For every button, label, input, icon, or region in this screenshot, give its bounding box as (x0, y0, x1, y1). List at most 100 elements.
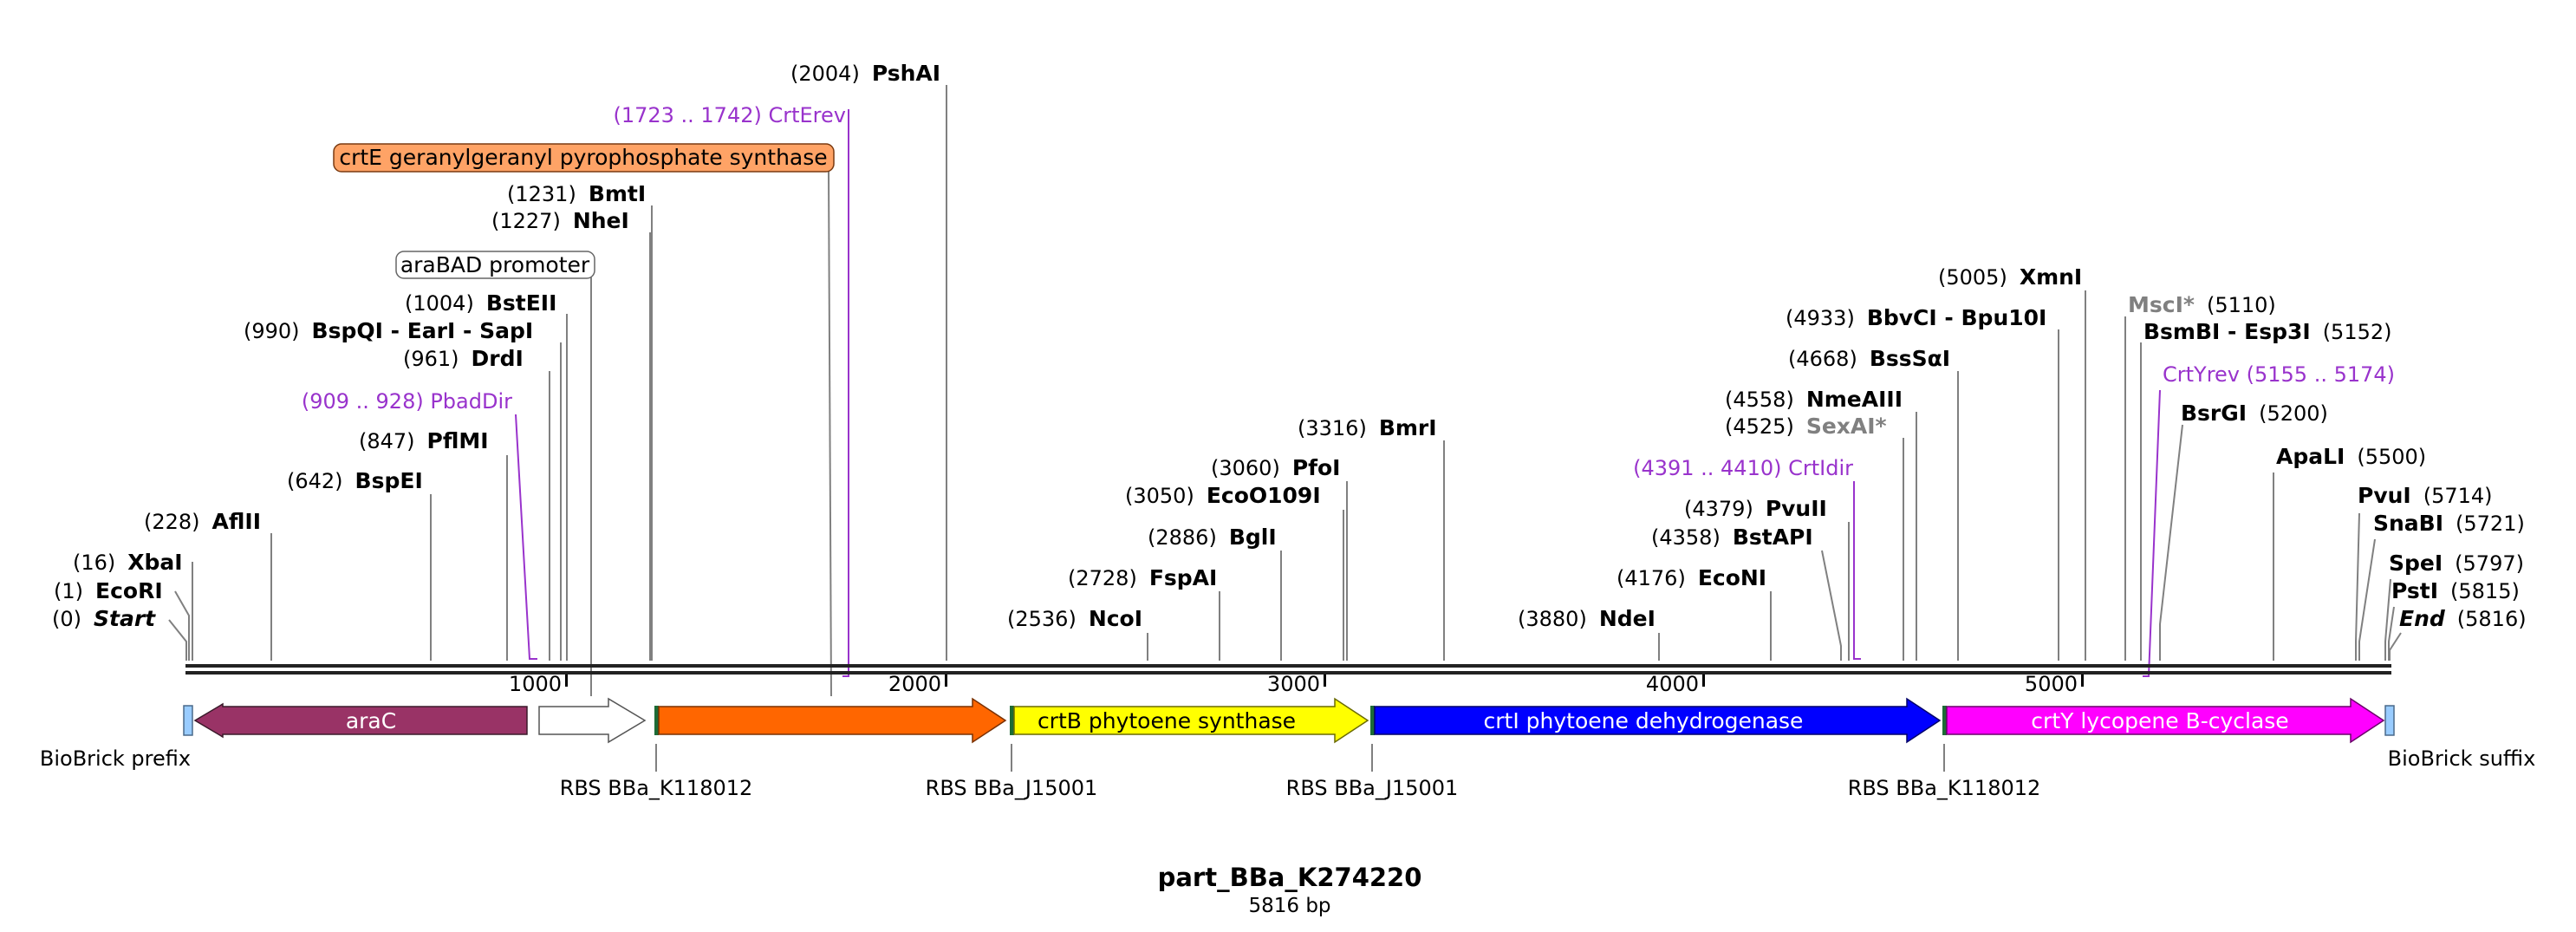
crtb-label: crtB phytoene synthase (1038, 708, 1296, 733)
site-nmeaiii[interactable]: (4558)NmeAIII (1725, 387, 1903, 412)
tick-label-2000: 2000 (888, 672, 941, 696)
tick-mark-2000 (945, 675, 947, 687)
site-drdi[interactable]: (961)DrdI (403, 346, 524, 371)
crtb-feature-arrow[interactable] (1013, 697, 1369, 744)
feature-track: araC crtB phytoene synthase crtI phytoen… (183, 697, 2395, 744)
site-ndei[interactable]: (3880)NdeI (1518, 606, 1656, 631)
site-bmti[interactable]: (1231)BmtI (507, 181, 646, 206)
primer-mark-crterev (842, 109, 849, 677)
site-end[interactable]: End(5816) (2399, 606, 2527, 631)
scale-ticks: 1000 2000 3000 4000 5000 (509, 672, 2084, 696)
site-ecori[interactable]: (1)EcoRI (54, 578, 163, 603)
site-leader-lines (168, 85, 2402, 661)
tick-mark-4000 (1702, 675, 1705, 687)
site-ncoi[interactable]: (2536)NcoI (1007, 606, 1142, 631)
site-aflii[interactable]: (228)AflII (144, 509, 261, 534)
leader-bstapi (1821, 550, 1842, 661)
leader-spei (2384, 578, 2391, 661)
site-bsssai[interactable]: (4668)BssSαI (1788, 346, 1950, 371)
primer-labels: (909 .. 928) PbadDir (1723 .. 1742) CrtE… (302, 103, 2395, 480)
leader-end (2389, 632, 2402, 661)
tick-mark-3000 (1324, 675, 1326, 687)
callouts: crtE geranylgeranyl pyrophosphate syntha… (333, 143, 835, 279)
site-snabi[interactable]: SnaBI(5721) (2373, 511, 2525, 536)
primer-mark-crtidir (1853, 481, 1861, 660)
site-econi[interactable]: (4176)EcoNI (1617, 565, 1766, 590)
site-psti[interactable]: PstI(5815) (2391, 578, 2520, 603)
tick-mark-1000 (565, 675, 568, 687)
site-bspei[interactable]: (642)BspEI (287, 468, 423, 493)
site-pflmi[interactable]: (847)PflMI (359, 428, 489, 453)
site-pvuii[interactable]: (4379)PvuII (1684, 496, 1827, 521)
leader-start (168, 619, 187, 661)
site-start[interactable]: (0)Start (52, 606, 156, 631)
backbone (185, 664, 2391, 675)
site-xbai[interactable]: (16)XbaI (73, 550, 183, 575)
leader-pvui (2355, 512, 2360, 661)
crty-label: crtY lycopene B-cyclase (2031, 708, 2288, 733)
site-bsmbi-esp3i[interactable]: BsmBI - Esp3I(5152) (2143, 319, 2392, 344)
map-subtitle: 5816 bp (1248, 895, 1330, 917)
leader-ecori (174, 590, 190, 661)
crti-feature-arrow[interactable] (1374, 697, 1942, 744)
arac-feature-arrow[interactable] (193, 702, 528, 739)
site-pshai[interactable]: (2004)PshAI (790, 61, 940, 86)
site-bsteii[interactable]: (1004)BstEII (405, 290, 556, 316)
site-bspqi-eari-sapi[interactable]: (990)BspQI - EarI - SapI (244, 318, 533, 343)
biobrick-prefix-label: BioBrick prefix (40, 746, 191, 771)
primer-mark-crtyrev (2143, 389, 2161, 677)
leader-snabi (2358, 538, 2376, 661)
site-spei[interactable]: SpeI(5797) (2389, 551, 2524, 576)
callout-leaders (590, 169, 832, 697)
site-fspai[interactable]: (2728)FspAI (1068, 565, 1217, 590)
primer-pbaddir-label: (909 .. 928) PbadDir (302, 389, 512, 414)
crti-label: crtI phytoene dehydrogenase (1484, 708, 1804, 733)
crte-callout-box[interactable] (333, 143, 835, 173)
site-bsrgi[interactable]: BsrGI(5200) (2181, 401, 2328, 426)
backbone-bottom-strand (185, 671, 2391, 675)
site-pfoi[interactable]: (3060)PfoI (1211, 455, 1341, 480)
site-bgli[interactable]: (2886)BglI (1148, 525, 1277, 550)
biobrick-suffix-label: BioBrick suffix (2388, 746, 2536, 771)
site-bstapi[interactable]: (4358)BstAPI (1651, 525, 1813, 550)
arabad-promoter-arrow[interactable] (538, 697, 647, 744)
site-nhei[interactable]: (1227)NheI (491, 208, 629, 233)
map-title: part_BBa_K274220 (1158, 863, 1422, 892)
rbs-3-label: RBS BBa_J15001 (1286, 776, 1459, 800)
rbs-2-label: RBS BBa_J15001 (926, 776, 1098, 800)
site-ecoo109i[interactable]: (3050)EcoO109I (1125, 483, 1321, 508)
rbs-1-marker[interactable] (654, 706, 659, 735)
rbs-4-label: RBS BBa_K118012 (1848, 776, 2041, 800)
arabad-callout-box[interactable] (395, 251, 595, 279)
arabad-callout-label: araBAD promoter (400, 252, 590, 277)
primer-mark-pbaddir (515, 414, 537, 660)
site-sexai[interactable]: (4525)SexAI* (1725, 414, 1887, 439)
site-xmni[interactable]: (5005)XmnI (1938, 264, 2082, 290)
primer-crtyrev-label: CrtYrev (5155 .. 5174) (2163, 362, 2395, 387)
site-msci[interactable]: MscI*(5110) (2128, 292, 2276, 317)
site-labels-left: (0)Start (1)EcoRI (16)XbaI (228)AflII (6… (52, 61, 2082, 631)
site-apali[interactable]: ApaLI(5500) (2276, 444, 2426, 469)
primer-marks (515, 109, 2161, 677)
tick-label-5000: 5000 (2025, 672, 2078, 696)
primer-crtidir-label: (4391 .. 4410) CrtIdir (1633, 456, 1853, 480)
crte-callout-label: crtE geranylgeranyl pyrophosphate syntha… (339, 145, 827, 170)
crte-feature-arrow[interactable] (658, 697, 1007, 744)
backbone-top-strand (185, 664, 2391, 668)
site-labels-right: MscI*(5110) BsmBI - Esp3I(5152) BsrGI(52… (2128, 292, 2527, 631)
site-bbvci-bpu10i[interactable]: (4933)BbvCI - Bpu10I (1786, 305, 2046, 330)
tick-mark-5000 (2081, 675, 2084, 687)
rbs-4-marker[interactable] (1942, 706, 1947, 735)
rbs-1-label: RBS BBa_K118012 (560, 776, 753, 800)
crty-feature-arrow[interactable] (1946, 697, 2385, 744)
site-pvui[interactable]: PvuI(5714) (2358, 483, 2493, 508)
primer-crterev-label: (1723 .. 1742) CrtErev (613, 103, 846, 127)
biobrick-prefix-box[interactable] (183, 705, 193, 736)
biobrick-suffix-box[interactable] (2384, 705, 2395, 736)
rbs-2-marker[interactable] (1010, 706, 1014, 735)
site-bmri[interactable]: (3316)BmrI (1298, 415, 1437, 440)
arac-label: araC (346, 708, 396, 733)
callout-leader-crte (828, 169, 832, 697)
tick-label-4000: 4000 (1646, 672, 1699, 696)
rbs-3-marker[interactable] (1370, 706, 1375, 735)
